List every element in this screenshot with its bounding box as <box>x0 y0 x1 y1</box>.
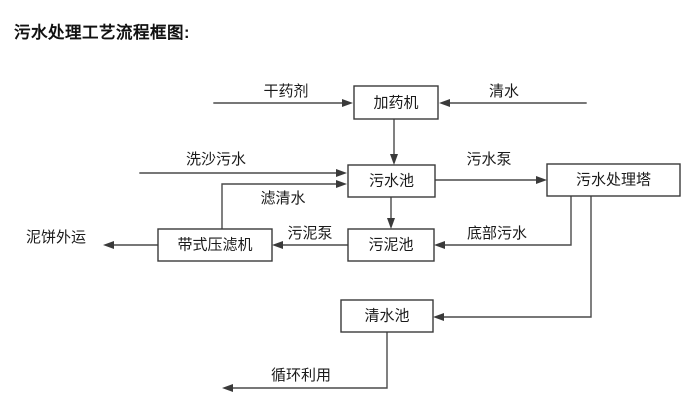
node-sewage-pool-label: 污水池 <box>369 172 414 189</box>
node-dosing-machine[interactable]: 加药机 <box>353 85 439 120</box>
terminal-label-dry-chemical: 干药剂 <box>263 83 308 100</box>
edge-dosing-machine-to-sewage-pool <box>390 118 398 165</box>
edge-sewage-pool-to-sludge-pool <box>387 196 395 229</box>
edge-label-sewage-pump: 污水泵 <box>466 151 511 168</box>
node-clear-water-pool[interactable]: 清水池 <box>340 299 434 333</box>
edge-dry-chemical-to-dosing-machine <box>213 99 353 107</box>
node-belt-filter-press-label: 带式压滤机 <box>177 236 252 253</box>
edge-treatment-tower-to-clear-water-pool <box>433 195 592 321</box>
edge-label-sludge-pump: 污泥泵 <box>287 225 332 242</box>
edge-clean-water-to-dosing-machine <box>439 99 587 107</box>
node-belt-filter-press[interactable]: 带式压滤机 <box>157 228 273 262</box>
node-sewage-pool[interactable]: 污水池 <box>347 164 436 198</box>
terminal-label-clean-water: 清水 <box>489 83 519 100</box>
page-title: 污水处理工艺流程框图: <box>14 24 190 42</box>
edge-sand-wastewater-to-sewage-pool <box>139 169 347 177</box>
edge-label-bottom-sewage: 底部污水 <box>467 225 527 242</box>
edge-treatment-tower-to-sludge-pool <box>434 195 572 249</box>
edge-label-recycling-reuse: 循环利用 <box>271 367 331 384</box>
node-sludge-pool[interactable]: 污泥池 <box>347 228 435 262</box>
node-sludge-pool-label: 污泥池 <box>368 236 413 253</box>
edge-sewage-pool-to-treatment-tower <box>434 176 547 184</box>
terminal-label-sand-wastewater: 洗沙污水 <box>186 151 246 168</box>
node-treatment-tower-label: 污水处理塔 <box>576 171 651 188</box>
edge-belt-filter-press-to-mud-cake-out <box>103 241 159 249</box>
node-clear-water-pool-label: 清水池 <box>364 307 409 324</box>
edge-label-filtered-clear-water: 滤清水 <box>260 190 305 207</box>
terminal-label-mud-cake-out: 泥饼外运 <box>26 229 86 246</box>
edge-sludge-pool-to-belt-filter-press <box>272 241 349 249</box>
node-treatment-tower[interactable]: 污水处理塔 <box>546 163 681 197</box>
edge-clear-water-pool-recycling <box>222 331 388 392</box>
node-dosing-machine-label: 加药机 <box>373 94 418 111</box>
edge-belt-filter-press-to-sewage-pool <box>221 180 347 230</box>
